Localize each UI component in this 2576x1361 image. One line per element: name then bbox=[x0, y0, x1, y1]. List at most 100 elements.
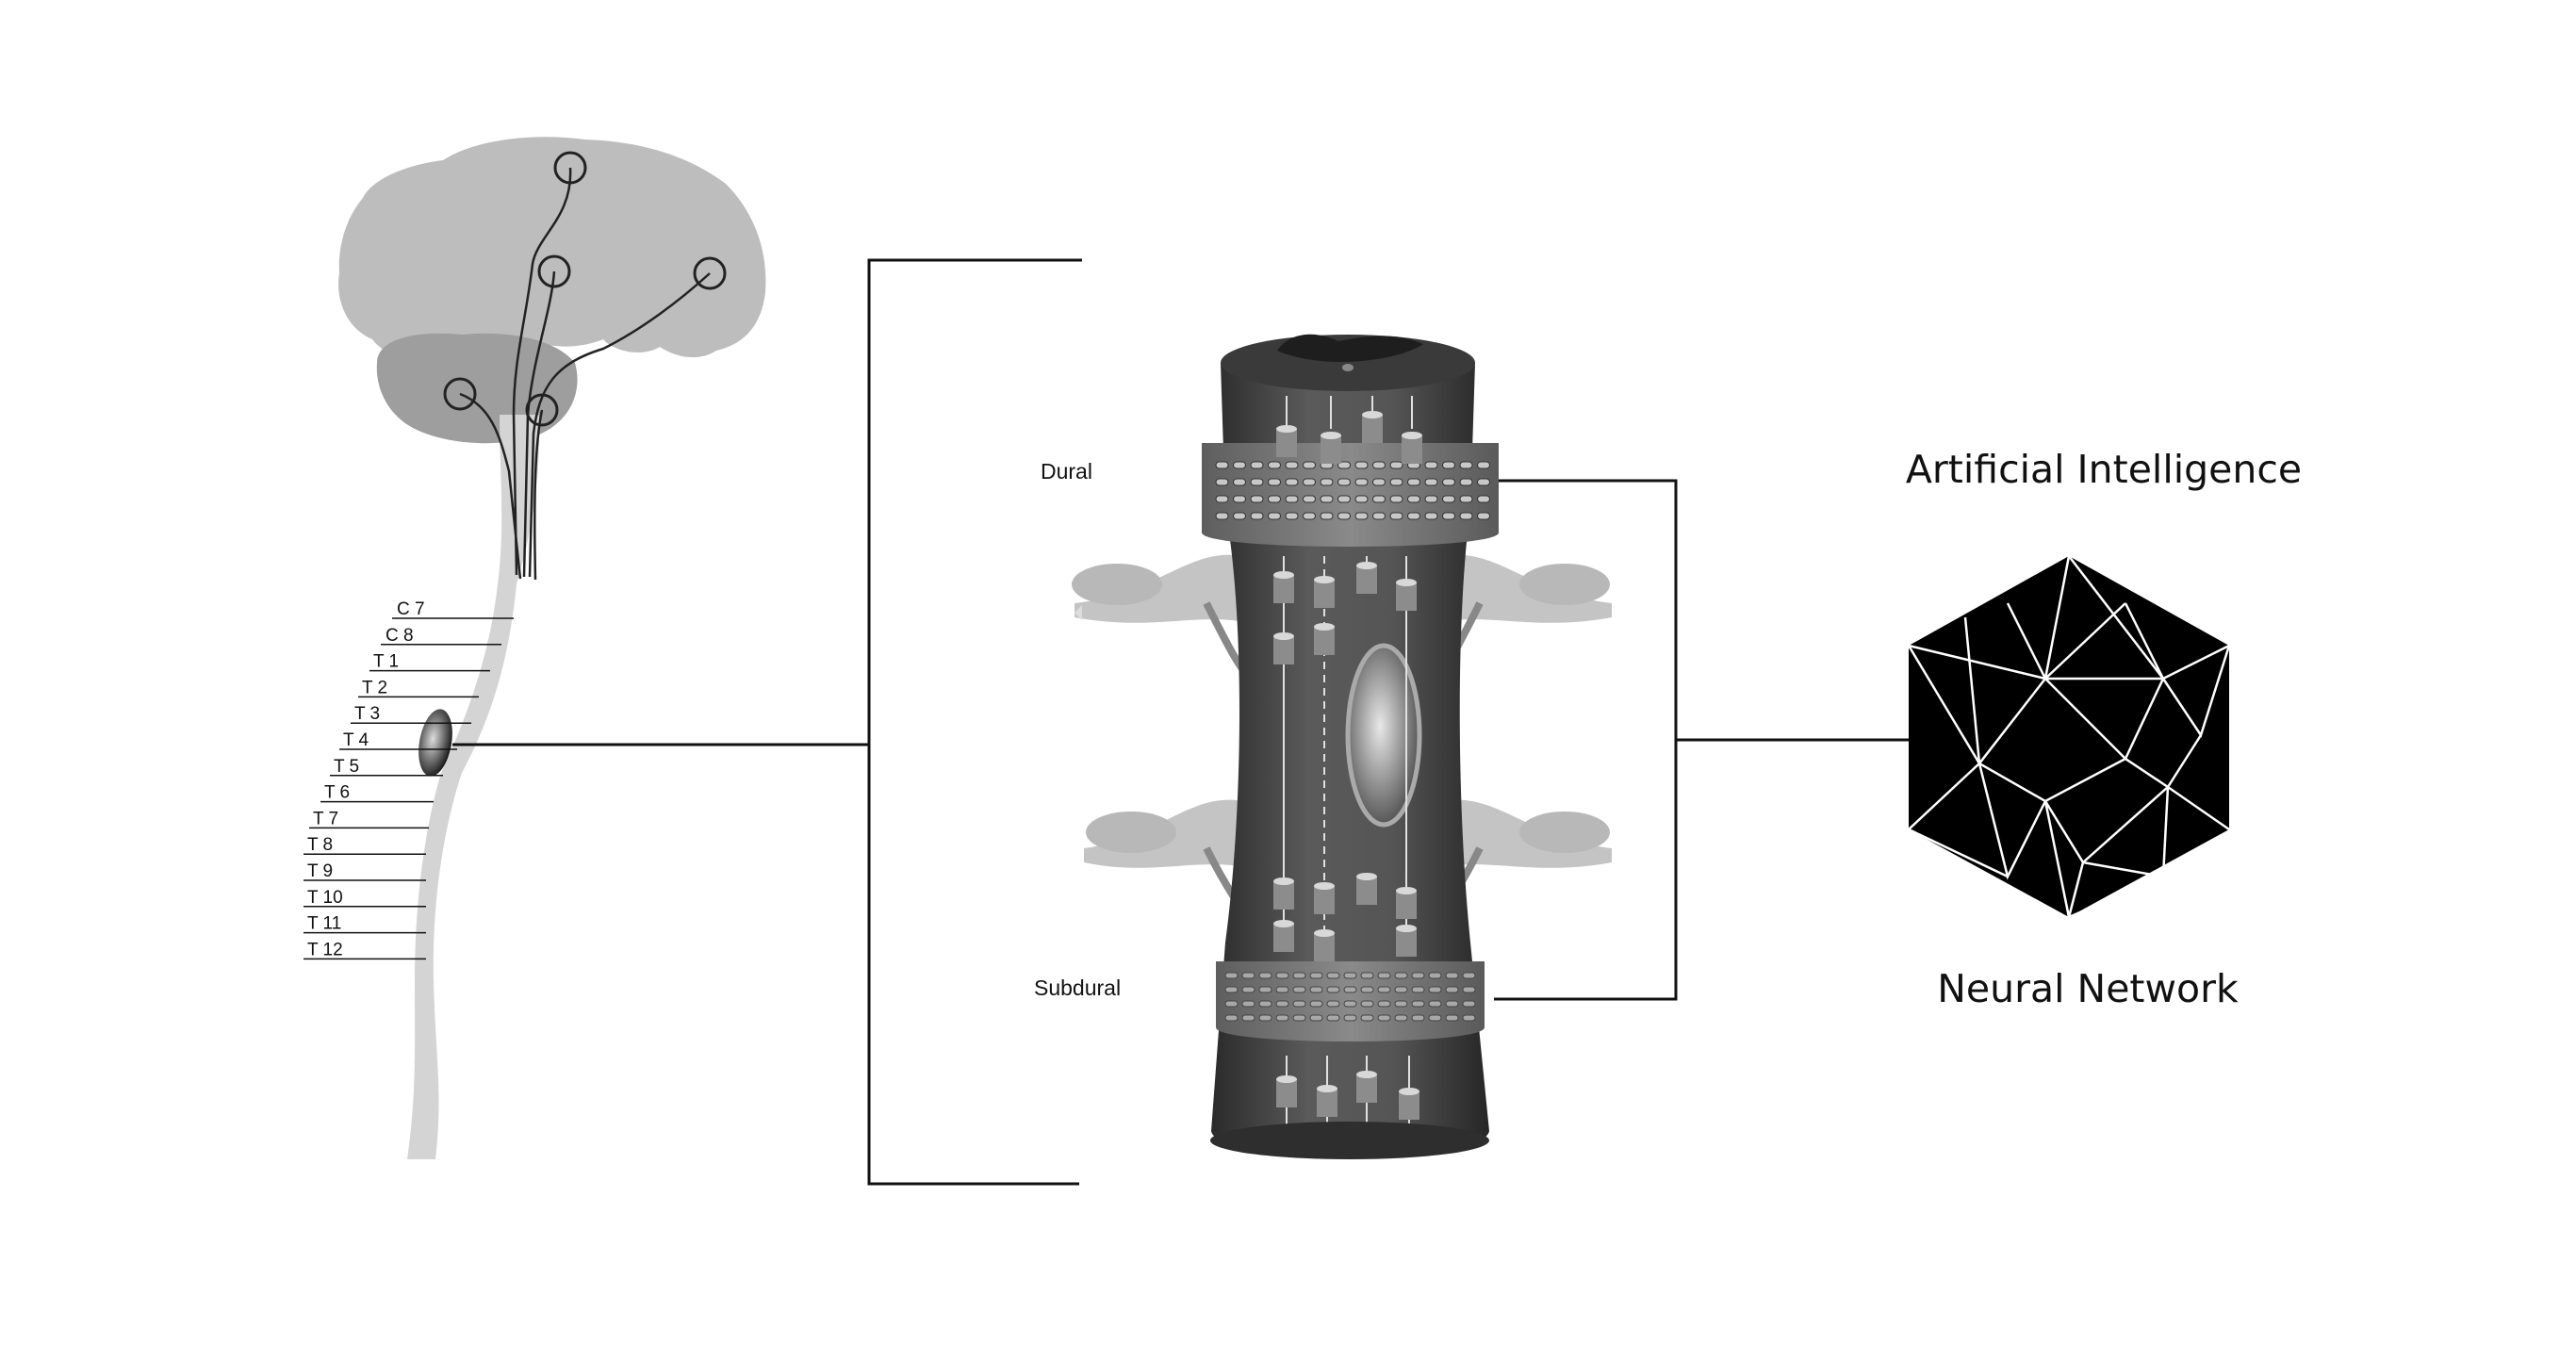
electrode-cylinder bbox=[1314, 929, 1335, 961]
dural-contact bbox=[1250, 495, 1264, 503]
dural-contact bbox=[1459, 495, 1473, 503]
implant-bottom bbox=[1210, 1122, 1489, 1159]
dural-contact bbox=[1389, 512, 1403, 520]
dural-contact bbox=[1320, 512, 1334, 520]
dural-contact bbox=[1407, 478, 1420, 486]
subdural-contact bbox=[1377, 1014, 1391, 1022]
spinal-level-scale: C 7C 8T 1T 2T 3T 4T 5T 6T 7T 8T 9T 10T 1… bbox=[304, 599, 514, 959]
dural-contact-array bbox=[1215, 461, 1490, 520]
dural-contact bbox=[1354, 461, 1369, 469]
subdural-contact bbox=[1309, 972, 1323, 979]
dural-contact bbox=[1250, 478, 1264, 486]
dural-contact bbox=[1233, 461, 1246, 469]
spinal-implant-marker bbox=[418, 709, 452, 777]
subdural-contact bbox=[1360, 1014, 1374, 1022]
dural-contact bbox=[1233, 512, 1246, 520]
dural-contact bbox=[1303, 478, 1316, 486]
dural-contact bbox=[1285, 495, 1299, 503]
spinal-level-label: T 3 bbox=[354, 704, 380, 724]
electrode-cylinder bbox=[1396, 579, 1417, 611]
ai-label: Artificial Intelligence bbox=[1906, 447, 2302, 492]
subdural-contact bbox=[1377, 1000, 1391, 1008]
dural-contact bbox=[1424, 461, 1438, 469]
dural-contact bbox=[1372, 478, 1386, 486]
subdural-contact bbox=[1309, 986, 1323, 993]
subdural-contact bbox=[1241, 972, 1255, 979]
subdural-contact bbox=[1462, 972, 1476, 979]
subdural-contact bbox=[1292, 986, 1306, 993]
dural-contact bbox=[1477, 478, 1490, 486]
subdural-contact bbox=[1411, 1014, 1425, 1022]
dural-contact bbox=[1424, 478, 1438, 486]
subdural-contact bbox=[1411, 986, 1425, 993]
dural-contact bbox=[1215, 512, 1229, 520]
neural-pathways bbox=[459, 167, 711, 581]
spinal-level-label: T 6 bbox=[324, 783, 350, 803]
subdural-contact bbox=[1326, 1000, 1340, 1008]
implant-top-cut bbox=[1277, 334, 1423, 362]
subdural-label: Subdural bbox=[1034, 976, 1121, 1000]
subdural-contact bbox=[1394, 972, 1408, 979]
electrode-cylinder bbox=[1396, 887, 1417, 919]
subdural-contact bbox=[1224, 1014, 1239, 1022]
subdural-contact bbox=[1258, 1000, 1272, 1008]
electrode-cylinder bbox=[1273, 877, 1294, 910]
network-hexagon bbox=[1909, 556, 2229, 917]
dural-contact bbox=[1285, 478, 1299, 486]
electrode-cylinder bbox=[1276, 1075, 1297, 1107]
subdural-contact bbox=[1241, 1014, 1255, 1022]
dural-contact bbox=[1372, 495, 1386, 503]
electrode-cylinder bbox=[1314, 623, 1335, 655]
dural-contact bbox=[1407, 495, 1420, 503]
subdural-contact bbox=[1224, 1000, 1239, 1008]
subdural-contact bbox=[1258, 972, 1272, 979]
electrode-cylinders bbox=[1273, 411, 1422, 1120]
dural-contact bbox=[1233, 478, 1246, 486]
electrode-cylinder bbox=[1273, 920, 1294, 952]
dural-contact bbox=[1303, 461, 1316, 469]
dural-contact bbox=[1250, 512, 1264, 520]
electrode-cylinder bbox=[1396, 925, 1417, 957]
dural-contact bbox=[1442, 461, 1455, 469]
subdural-contact bbox=[1394, 1014, 1408, 1022]
dural-contact bbox=[1459, 461, 1473, 469]
subdural-contact bbox=[1326, 986, 1340, 993]
dural-contact bbox=[1250, 461, 1264, 469]
subdural-contact bbox=[1326, 1014, 1340, 1022]
dural-contact bbox=[1354, 512, 1369, 520]
dural-contact bbox=[1389, 495, 1403, 503]
dural-contact bbox=[1389, 461, 1403, 469]
electrode-nodes bbox=[443, 151, 727, 427]
electrode-cylinder bbox=[1314, 576, 1335, 608]
subdural-contact bbox=[1394, 986, 1408, 993]
dural-contact bbox=[1354, 495, 1369, 503]
spinal-level-label: T 11 bbox=[307, 914, 341, 934]
subdural-contact bbox=[1428, 972, 1442, 979]
spinal-level-label: T 7 bbox=[313, 809, 338, 828]
subdural-contact bbox=[1326, 972, 1340, 979]
subdural-contact bbox=[1428, 1000, 1442, 1008]
dural-contact bbox=[1372, 461, 1386, 469]
electrode-cylinder bbox=[1356, 873, 1377, 905]
dural-contact bbox=[1337, 512, 1351, 520]
brain-cerebrum bbox=[338, 137, 766, 360]
dural-contact bbox=[1285, 461, 1299, 469]
subdural-contact bbox=[1241, 986, 1255, 993]
electrode-cylinder bbox=[1356, 562, 1377, 594]
dural-band bbox=[1202, 443, 1499, 547]
implant-column bbox=[1072, 334, 1612, 1159]
dural-contact bbox=[1372, 512, 1386, 520]
electrode-cylinder bbox=[1317, 1085, 1337, 1117]
subdural-contact bbox=[1377, 986, 1391, 993]
network-mesh bbox=[1907, 555, 2231, 920]
spinal-level-label: T 8 bbox=[307, 835, 333, 855]
neural-network-icon bbox=[1907, 555, 2231, 920]
subdural-contact bbox=[1360, 1000, 1374, 1008]
spinal-level-label: T 5 bbox=[334, 757, 359, 777]
dural-contact bbox=[1424, 495, 1438, 503]
dural-contact bbox=[1459, 478, 1473, 486]
subdural-contact bbox=[1292, 1000, 1306, 1008]
electrode-cylinder bbox=[1321, 432, 1341, 464]
spinal-cord bbox=[407, 415, 540, 1159]
